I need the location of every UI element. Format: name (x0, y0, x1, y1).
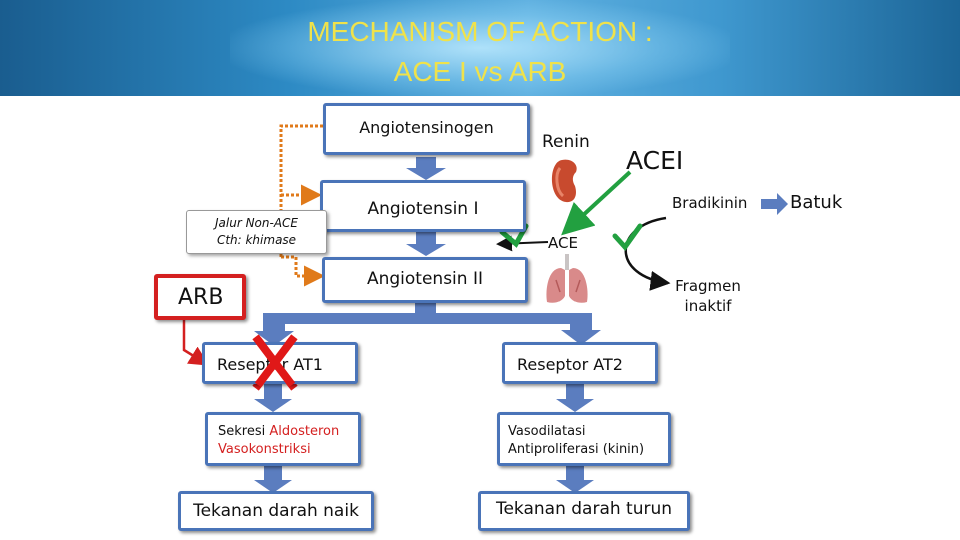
sekresi-box: Sekresi Aldosteron Vasokonstriksi (205, 412, 361, 466)
fragmen-line-1: Fragmen (675, 277, 741, 295)
aldosteron-highlight: Aldosteron (269, 424, 340, 439)
td-naik-label: Tekanan darah naik (193, 501, 359, 521)
antiproliferasi-label: Antiproliferasi (kinin) (508, 442, 645, 457)
arrow-receptor-split (254, 298, 601, 346)
red-x-overlay (254, 337, 296, 388)
angiotensinogen-box: Angiotensinogen (323, 103, 530, 155)
kidney-icon (551, 159, 577, 203)
angiotensin-ii-label: Angiotensin II (366, 269, 483, 289)
angiotensin-i-label: Angiotensin I (367, 199, 479, 219)
pathway-arrows (254, 157, 788, 493)
acei-label: ACEI (626, 146, 684, 175)
vasodilatasi-label: Vasodilatasi (508, 424, 586, 439)
td-turun-label: Tekanan darah turun (495, 499, 673, 519)
td-naik-box: Tekanan darah naik (178, 491, 374, 531)
arb-label: ARB (178, 285, 224, 310)
ace-label: ACE (548, 234, 578, 252)
bradikinin-label: Bradikinin (672, 194, 748, 212)
arrow-effects-to-td-turun (556, 464, 594, 493)
acei-block-line (561, 170, 632, 236)
fragmen-line-2: inaktif (684, 297, 732, 315)
sekresi-prefix: Sekresi (218, 424, 270, 439)
title-line-1: MECHANISM OF ACTION : (307, 16, 653, 47)
page-title: MECHANISM OF ACTION : ACE I vs ARB (0, 12, 960, 92)
arrow-at1-to-effects (254, 382, 292, 412)
sekresi-line: Sekresi Aldosteron (218, 424, 339, 439)
non-ace-pathway-box: Jalur Non-ACE Cth: khimase (186, 210, 327, 254)
title-line-2: ACE I vs ARB (393, 56, 567, 87)
non-ace-pathway-line-1: Jalur Non-ACE (214, 216, 298, 230)
reseptor-at2-label: Reseptor AT2 (517, 355, 623, 374)
reseptor-at2-box: Reseptor AT2 (502, 342, 658, 384)
arb-block-line (182, 320, 210, 366)
vasokonstriksi-label: Vasokonstriksi (218, 442, 311, 457)
batuk-label: Batuk (790, 192, 843, 213)
non-ace-pathway-line-2: Cth: khimase (216, 233, 297, 247)
vasodilatasi-box: Vasodilatasi Antiproliferasi (kinin) (497, 412, 671, 466)
fragmen-inaktif-label: Fragmen inaktif (668, 276, 748, 316)
angiotensinogen-label: Angiotensinogen (359, 118, 494, 137)
green-block-mark-1 (499, 223, 529, 248)
lungs-icon (546, 254, 588, 303)
arrow-effects-to-td-naik (254, 464, 292, 493)
arrow-angiotensin-i-to-ii (406, 232, 446, 256)
bradikinin-degradation-curve (624, 216, 671, 291)
angiotensin-ii-box: Angiotensin II (322, 257, 528, 303)
non-ace-dotted-path (279, 124, 325, 287)
header-glow (230, 0, 730, 96)
arrow-bradikinin-to-batuk (761, 193, 788, 215)
header-banner: MECHANISM OF ACTION : ACE I vs ARB (0, 0, 960, 96)
angiotensin-i-box: Angiotensin I (320, 180, 526, 232)
arrow-angiotensinogen-to-i (406, 157, 446, 180)
green-block-marks (499, 223, 643, 251)
arb-box: ARB (154, 274, 246, 320)
ace-arrow (496, 235, 549, 252)
arrow-at2-to-effects (556, 382, 594, 412)
renin-label: Renin (542, 132, 590, 152)
td-turun-box: Tekanan darah turun (478, 491, 690, 531)
green-block-mark-2 (612, 223, 643, 251)
